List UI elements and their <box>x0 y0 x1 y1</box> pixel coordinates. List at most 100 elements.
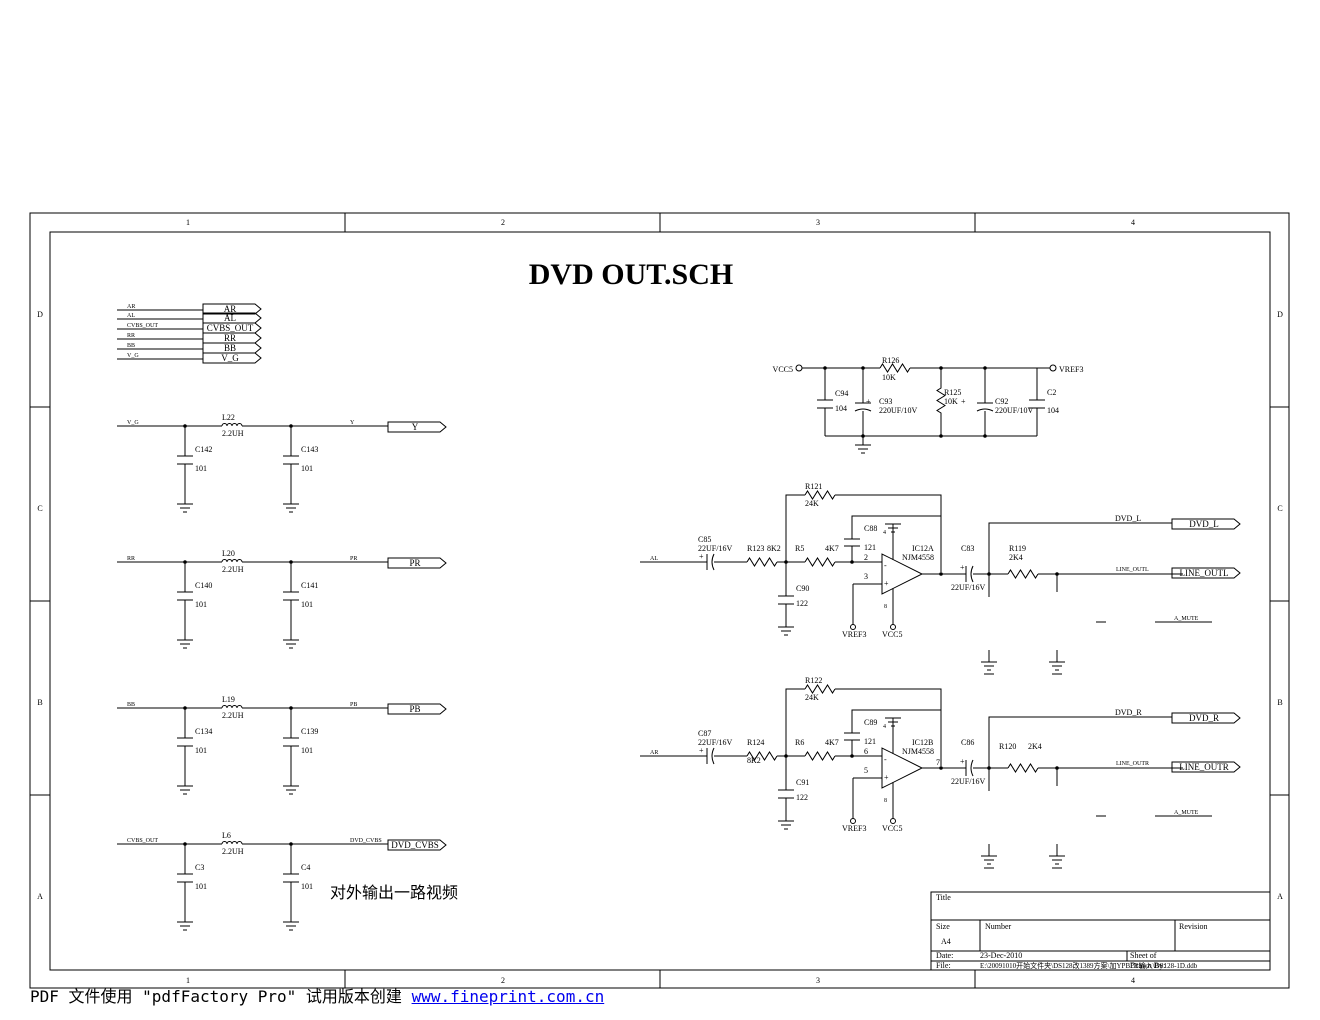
c2-value: 104 <box>1047 406 1059 415</box>
bus-port: BB <box>224 343 236 353</box>
filter-port-shape <box>387 557 447 569</box>
row-label: A <box>37 892 43 901</box>
resistor-value: 4K7 <box>825 544 839 553</box>
capacitor-label: C4 <box>301 863 310 872</box>
ground-capacitor-value: 122 <box>796 793 808 802</box>
capacitor-label: C139 <box>301 727 318 736</box>
capacitor-label: C143 <box>301 445 318 454</box>
plus-sign: + <box>884 773 889 782</box>
size-value: A4 <box>941 937 951 946</box>
inductor-value: 2.2UH <box>222 847 244 856</box>
c93-plus: + <box>866 397 871 406</box>
output-capacitor-label: C86 <box>961 738 974 747</box>
col-label: 1 <box>186 218 190 227</box>
c2-label: C2 <box>1047 388 1056 397</box>
inductor-label: L22 <box>222 413 235 422</box>
vcc5-label: VCC5 <box>773 365 793 374</box>
capacitor-value: 101 <box>301 464 313 473</box>
pin-number: 2 <box>864 553 868 562</box>
output-capacitor-label: C83 <box>961 544 974 553</box>
filter-port-shape <box>387 703 447 715</box>
vcc-terminal <box>890 624 896 630</box>
ic-power-ground <box>885 523 901 560</box>
resistor <box>804 751 836 761</box>
output-resistor-label: R119 <box>1009 544 1026 553</box>
inductor <box>221 841 243 845</box>
ic-part: NJM4558 <box>902 747 934 756</box>
inductor-label: L20 <box>222 549 235 558</box>
junction-dot <box>939 572 943 576</box>
feedback-capacitor-label: C88 <box>864 524 877 533</box>
vref3-label: VREF3 <box>1059 365 1083 374</box>
capacitor-label: C3 <box>195 863 204 872</box>
resistor-value: 8K2 <box>767 544 781 553</box>
line-port-shape <box>1171 567 1241 579</box>
row-label: D <box>37 310 43 319</box>
output-resistor <box>1007 569 1039 579</box>
filter-output-net: DVD_CVBS <box>350 838 382 844</box>
filter-port-shape <box>387 421 447 433</box>
dvd-wire <box>988 716 1172 791</box>
resistor-label: R6 <box>795 738 804 747</box>
input-capacitor-label: C87 <box>698 729 711 738</box>
c93-capacitor <box>854 368 872 436</box>
page-title: DVD OUT.SCH <box>529 258 733 291</box>
capacitor-value: 101 <box>195 600 207 609</box>
feedback-capacitor-label: C89 <box>864 718 877 727</box>
input-capacitor-value: 22UF/16V <box>698 544 732 553</box>
file-value: E:\20091010开始文件夹\DS128改1389方案\加YPBPR输入\D… <box>980 961 1198 970</box>
ground-symbol <box>177 639 193 649</box>
ground-symbol <box>778 820 794 830</box>
dvd-port: DVD_L <box>1189 519 1219 529</box>
pin-number: 6 <box>864 747 868 756</box>
amp-input-net: AR <box>650 750 658 756</box>
r125-resistor <box>936 368 946 436</box>
output-resistor-value: 2K4 <box>1009 553 1023 562</box>
filter-input-net: BB <box>127 702 135 708</box>
ground-symbol <box>825 435 1037 454</box>
junction-dot <box>1055 766 1059 770</box>
ground-symbol <box>177 785 193 795</box>
output-resistor <box>1007 763 1039 773</box>
fineprint-link[interactable]: www.fineprint.com.cn <box>411 987 605 1006</box>
ground-capacitor-value: 122 <box>796 599 808 608</box>
ic-power-ground <box>885 717 901 754</box>
ground-symbol <box>1049 855 1065 865</box>
grid-lines <box>30 213 1289 988</box>
output-resistor-label: R120 <box>999 742 1016 751</box>
ic-label: IC12A <box>912 544 934 553</box>
row-label: B <box>1277 698 1282 707</box>
junction-dot <box>987 766 991 770</box>
bus-net-label: AR <box>127 304 135 310</box>
filter-capacitor <box>283 844 299 922</box>
row-label: B <box>37 698 42 707</box>
sheet-label: Sheet of <box>1130 951 1157 960</box>
capacitor-value: 101 <box>301 746 313 755</box>
ground-symbol <box>778 626 794 636</box>
junction-dot <box>183 424 187 428</box>
c93-label: C93 <box>879 397 892 406</box>
col-label: 4 <box>1131 976 1135 985</box>
ground-symbol <box>981 855 997 865</box>
line-port: LINE_OUTL <box>1180 568 1229 578</box>
vref-label: VREF3 <box>842 630 866 639</box>
inductor <box>221 705 243 709</box>
junction-dot <box>289 424 293 428</box>
ground-symbol <box>283 921 299 931</box>
resistor-value: 8K2 <box>747 756 761 765</box>
ground-symbol <box>177 921 193 931</box>
vref-terminal <box>850 818 856 824</box>
dvd-net-label: DVD_L <box>1115 514 1141 523</box>
filter-capacitor <box>283 426 299 504</box>
c94-value: 104 <box>835 404 847 413</box>
vref3-terminal <box>1049 364 1057 372</box>
feedback-capacitor <box>844 709 941 756</box>
feedback-resistor <box>804 490 836 500</box>
row-label: D <box>1277 310 1283 319</box>
r126-label: R126 <box>882 356 899 365</box>
filter-output-net: PR <box>350 556 357 562</box>
